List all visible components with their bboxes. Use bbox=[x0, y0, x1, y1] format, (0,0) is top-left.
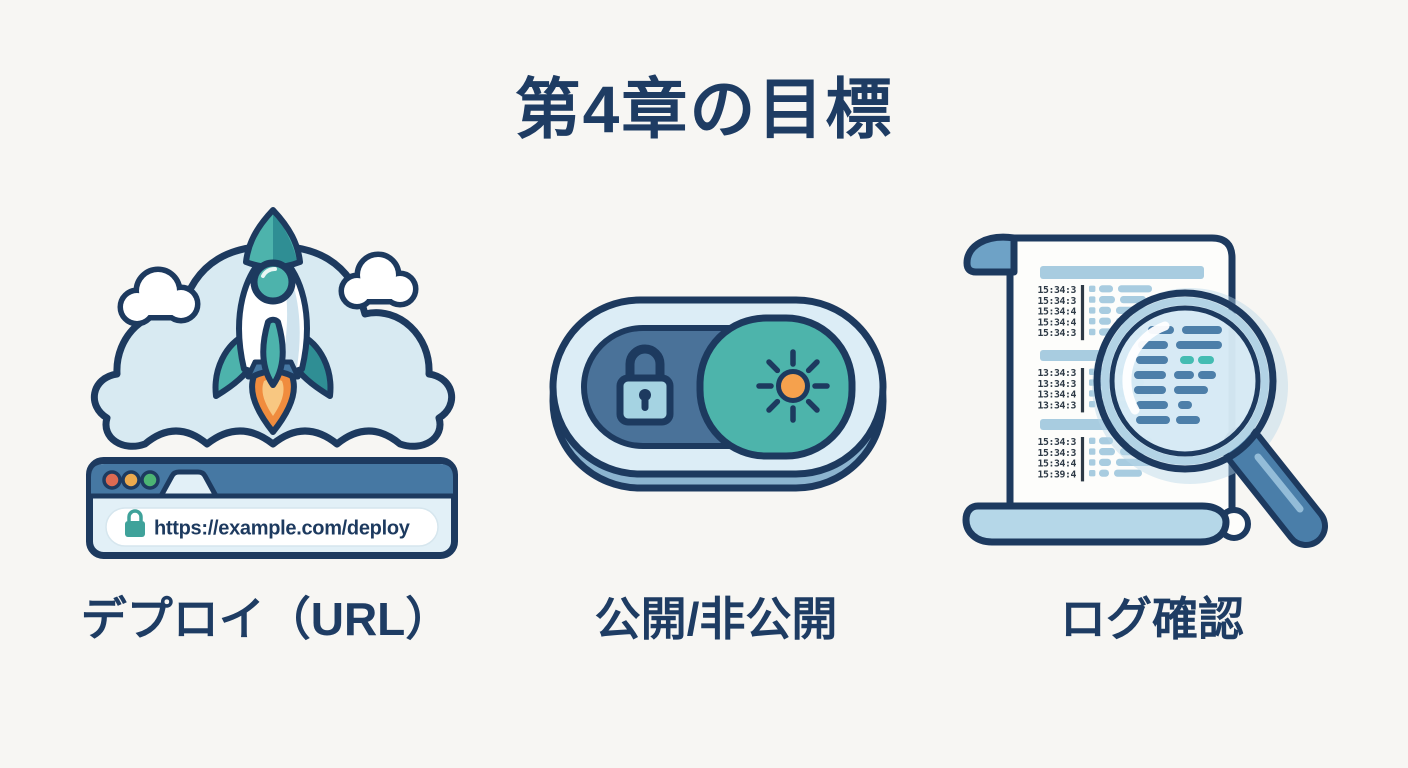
log-section-bar bbox=[1040, 266, 1204, 279]
log-timestamp: 15:34:3 bbox=[1038, 328, 1077, 339]
page-title: 第4章の目標 bbox=[514, 72, 894, 146]
log-timestamp: 15:34:4 bbox=[1038, 317, 1077, 328]
log-timestamp: 13:34:4 bbox=[1038, 390, 1077, 401]
lock-icon bbox=[125, 509, 145, 537]
window-dot-green bbox=[140, 470, 160, 490]
log-scroll-illustration: 15:34:315:34:315:34:415:34:415:34:313:34… bbox=[962, 233, 1328, 548]
browser-tab bbox=[158, 469, 219, 499]
log-timestamp: 13:34:3 bbox=[1038, 368, 1077, 379]
magnified-log-lines bbox=[1134, 326, 1222, 424]
log-timestamp: 13:34:3 bbox=[1038, 400, 1077, 411]
url-text: https://example.com/deploy bbox=[154, 518, 411, 540]
magnifier-icon bbox=[1092, 288, 1328, 548]
log-timestamp: 13:34:3 bbox=[1038, 379, 1077, 390]
label-visibility: 公開/非公開 bbox=[594, 593, 838, 645]
visibility-toggle bbox=[549, 296, 887, 492]
scroll-bottom-curl bbox=[962, 502, 1251, 546]
cloud-right-icon bbox=[344, 257, 413, 304]
lock-icon bbox=[616, 344, 674, 426]
log-timestamp: 15:39:4 bbox=[1038, 469, 1077, 480]
label-deploy: デプロイ（URL） bbox=[80, 593, 452, 645]
browser-address-bar: https://example.com/deploy bbox=[86, 457, 458, 559]
sun-icon bbox=[756, 349, 830, 423]
label-logs: ログ確認 bbox=[1060, 593, 1244, 645]
magnifier-handle bbox=[1222, 426, 1328, 548]
log-timestamp: 15:34:4 bbox=[1038, 307, 1077, 318]
url-pill bbox=[105, 507, 439, 547]
log-timestamp: 15:34:4 bbox=[1038, 459, 1077, 470]
window-dot-red bbox=[102, 470, 122, 490]
log-timestamp: 15:34:3 bbox=[1038, 448, 1077, 459]
toggle-knob bbox=[696, 314, 856, 460]
rocket-icon bbox=[212, 207, 334, 435]
window-dot-yellow bbox=[121, 470, 141, 490]
scroll-top-curl bbox=[963, 233, 1018, 276]
rocket-launch-illustration bbox=[90, 207, 456, 450]
log-timestamp: 15:34:3 bbox=[1038, 296, 1077, 307]
log-section-bar bbox=[1040, 419, 1118, 430]
log-timestamp: 15:34:3 bbox=[1038, 285, 1077, 296]
cloud-left-icon bbox=[123, 272, 195, 321]
log-timestamp: 15:34:3 bbox=[1038, 437, 1077, 448]
